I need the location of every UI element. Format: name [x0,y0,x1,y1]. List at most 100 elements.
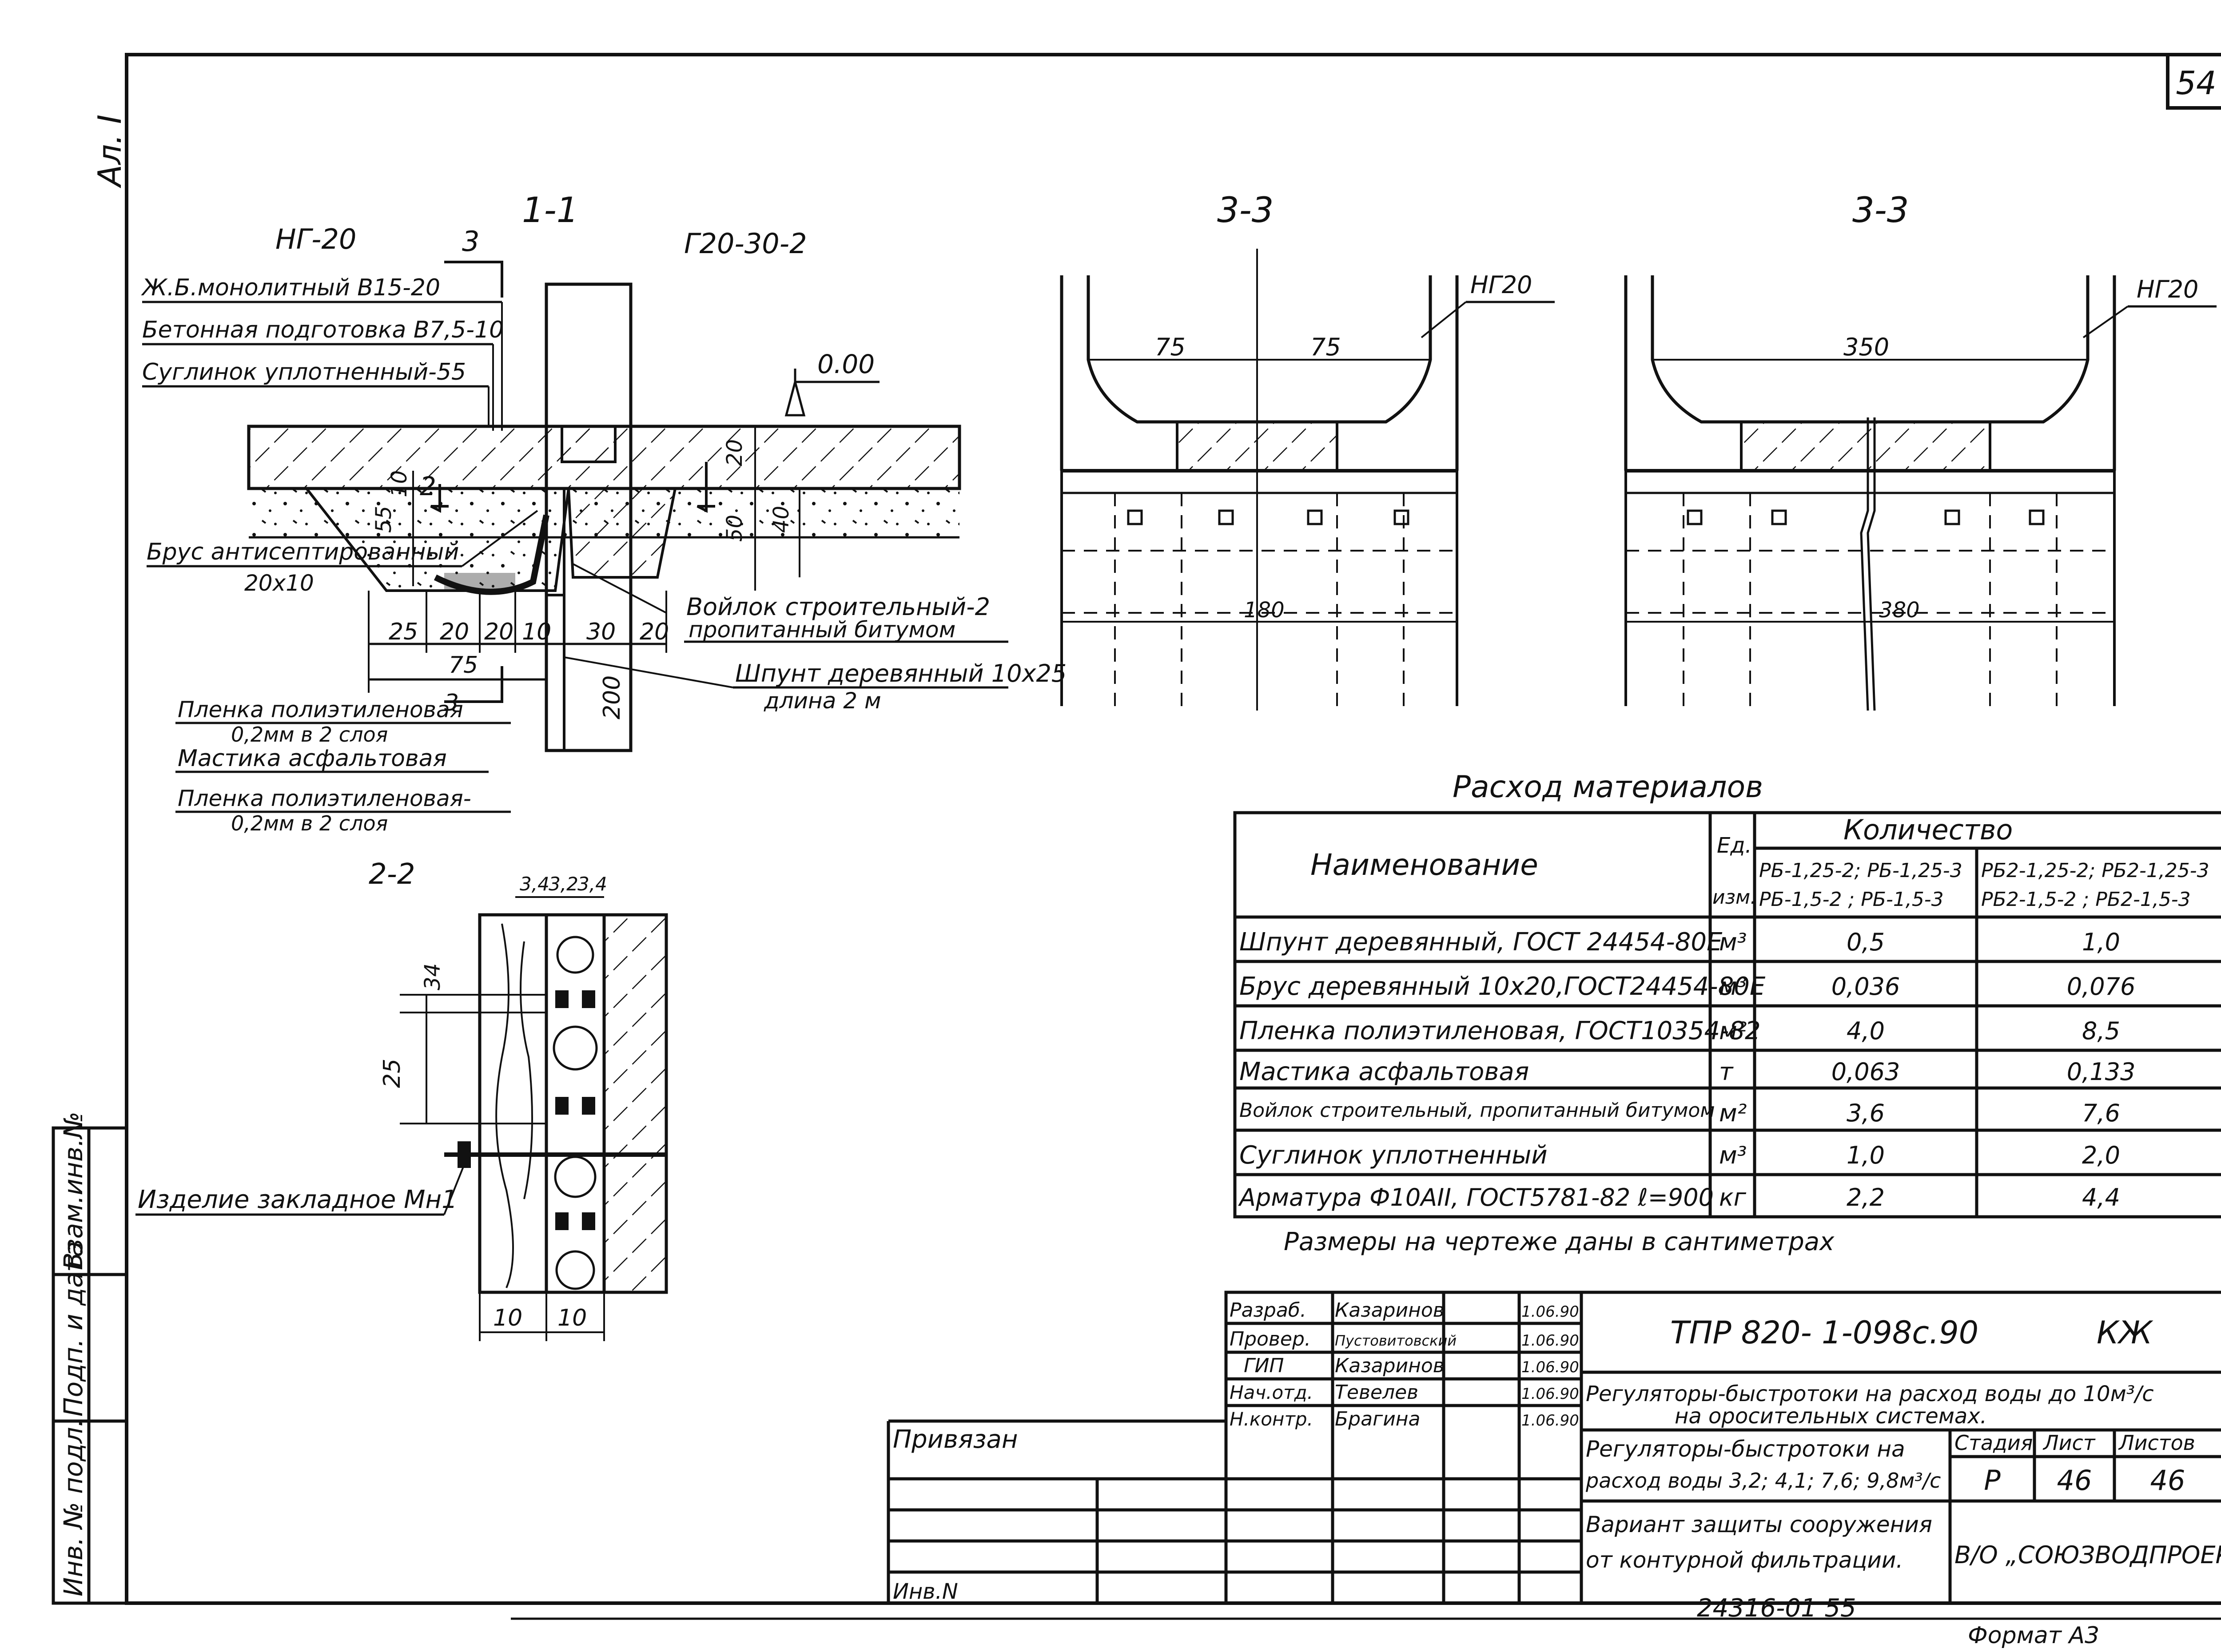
sig-name: Казаринов [1335,1299,1445,1322]
s33a-dim-75b: 75 [1310,333,1341,361]
section-3-3-b: 3-3 350 НГ20 380 [1624,191,2217,711]
s22-dim-34: 34 [420,963,445,990]
stage-value: Р [1984,1464,2001,1497]
list-value: 46 [2057,1464,2092,1497]
format-label: Формат А3 [1968,1622,2099,1649]
row-q2: 4,4 [2082,1183,2120,1211]
materials-table: Расход материалов Наименование Ед. изм. … [1233,770,2221,1256]
section-3-3-b-title: 3-3 [1852,191,1909,230]
sig-role: Нач.отд. [1230,1382,1313,1403]
vdim-10: 10 [387,470,412,497]
note-sheet-pile: Шпунт деревянный 10x25 [735,659,1067,687]
sig-name: Брагина [1335,1408,1421,1430]
row-name: Арматура Ф10АII, ГОСТ5781-82 ℓ=900 [1238,1183,1714,1211]
signature-row: ГИП Казаринов 1.06.90 [1244,1354,1579,1377]
row-name: Войлок строительный, пропитанный битумом [1239,1099,1715,1122]
project-title-a: Регуляторы-быстротоки на расход воды до … [1586,1382,2154,1406]
material-row: Арматура Ф10АII, ГОСТ5781-82 ℓ=900 кг 2,… [1238,1183,2120,1211]
page-number: 54 [2176,64,2217,102]
bdim-75: 75 [449,652,478,679]
s22-dim-2: 3,2 [549,873,578,895]
sig-role: Провер. [1230,1328,1311,1350]
row-name: Брус деревянный 10x20,ГОСТ24454-80Е [1239,972,1766,1001]
row-q1: 4,0 [1847,1017,1885,1045]
row-q2: 7,6 [2082,1099,2120,1127]
note-felt-b: пропитанный битумом [689,617,955,643]
s22-dim-1: 3,4 [520,873,549,895]
embedded-item: Изделие закладное Мн1 [138,1185,458,1214]
stage-label: Стадия [1954,1431,2033,1455]
row-q1: 2,2 [1847,1183,1885,1211]
privyazan-label: Привязан [893,1425,1018,1454]
doc-mark: КЖ [2097,1314,2153,1351]
row-name: Суглинок уплотненный [1239,1141,1548,1170]
material-row: Пленка полиэтиленовая, ГОСТ10354-82 м² 4… [1239,1017,2120,1045]
material-row: Мастика асфальтовая т 0,063 0,133 [1239,1057,2135,1086]
sig-date: 1.06.90 [1521,1332,1579,1350]
sig-role: Разраб. [1230,1299,1306,1322]
materials-title: Расход материалов [1453,770,1763,805]
hdr-col2-a: РБ2-1,25-2; РБ2-1,25-3 [1981,859,2209,882]
sheet-title-a: Регуляторы-быстротоки на [1586,1436,1905,1462]
organization: В/О „СОЮЗВОДПРОЕКТ" [1954,1541,2221,1569]
s33b-dim-350: 350 [1843,333,1889,361]
row-q1: 3,6 [1847,1099,1885,1127]
s33b-dim-380: 380 [1879,598,1920,623]
row-q1: 1,0 [1847,1141,1885,1169]
sig-name: Тевелев [1335,1381,1418,1404]
hdr-qty: Количество [1843,814,2013,846]
sheet-frame [125,53,2221,1605]
sig-name: Пустовитовский [1335,1332,1457,1349]
section-2-2-title: 2-2 [369,858,415,891]
section-3-3-a: 3-3 75 75 НГ20 180 [1060,191,1555,711]
row-q2: 1,0 [2082,928,2120,956]
sig-date: 1.06.90 [1521,1385,1579,1403]
doc-code: ТПР 820- 1-098с.90 [1670,1314,1978,1351]
row-q2: 2,0 [2082,1141,2120,1169]
note-brus-size: 20x10 [244,570,314,596]
vdim-55: 55 [371,506,396,533]
side-stamp-vzam-inv: Взам.инв.№ [58,1112,88,1270]
section-1-1-title: 1-1 [522,191,578,230]
project-title-b: на оросительных системах. [1675,1404,1987,1429]
vdim-40: 40 [769,506,794,533]
note-film2: Пленка полиэтиленовая- [178,786,471,811]
hdr-name: Наименование [1310,848,1538,882]
lists-value: 46 [2150,1464,2185,1497]
note-sheet-pile-b: длина 2 м [764,688,881,714]
list-label: Лист [2042,1431,2096,1455]
s33a-label: НГ20 [1470,271,1532,299]
note-brus: Брус антисептированный [147,539,459,565]
note-mastic: Мастика асфальтовая [178,745,447,772]
row-unit: м³ [1719,1141,1747,1169]
side-stamp-inv-podl: Инв. № подл. [58,1419,88,1596]
sig-role: Н.контр. [1230,1408,1313,1430]
bdim-20a: 20 [440,619,469,645]
lists-label: Листов [2118,1431,2195,1455]
corner-mark: Ал. I [91,115,128,188]
sheet-title-b: расход воды 3,2; 4,1; 7,6; 9,8м³/с [1585,1469,1941,1493]
sig-date: 1.06.90 [1521,1412,1579,1430]
layer-label-base: Бетонная подготовка В7,5-10 [142,317,504,343]
row-name: Пленка полиэтиленовая, ГОСТ10354-82 [1239,1017,1761,1045]
vdim-50: 50 [722,515,747,542]
hdr-unit-b: изм. [1712,886,1756,909]
bdim-10: 10 [522,619,551,645]
side-stamp [52,1126,128,1605]
s22-dim-25: 25 [379,1059,406,1088]
row-q2: 0,133 [2067,1058,2136,1086]
section-3-3-a-title: 3-3 [1217,191,1274,230]
material-row: Войлок строительный, пропитанный битумом… [1239,1099,2120,1127]
title-block: Разраб. Казаринов 1.06.90 Провер. Пустов… [887,1291,2221,1605]
section-1-1: 1-1 НГ-20 Г20-30-2 3 Ж.Б.монолитный В15-… [141,191,1067,835]
s22-dim-10a: 10 [493,1305,522,1331]
section-1-1-right-label: Г20-30-2 [684,227,807,260]
layer-label-soil: Суглинок уплотненный-55 [142,359,466,385]
hdr-col1-a: РБ-1,25-2; РБ-1,25-3 [1759,859,1962,882]
row-name: Мастика асфальтовая [1239,1057,1529,1086]
hdr-col1-b: РБ-1,5-2 ; РБ-1,5-3 [1759,888,1944,911]
s33a-dim-75a: 75 [1155,333,1186,361]
row-unit: кг [1719,1183,1747,1211]
row-unit: м³ [1719,928,1747,956]
